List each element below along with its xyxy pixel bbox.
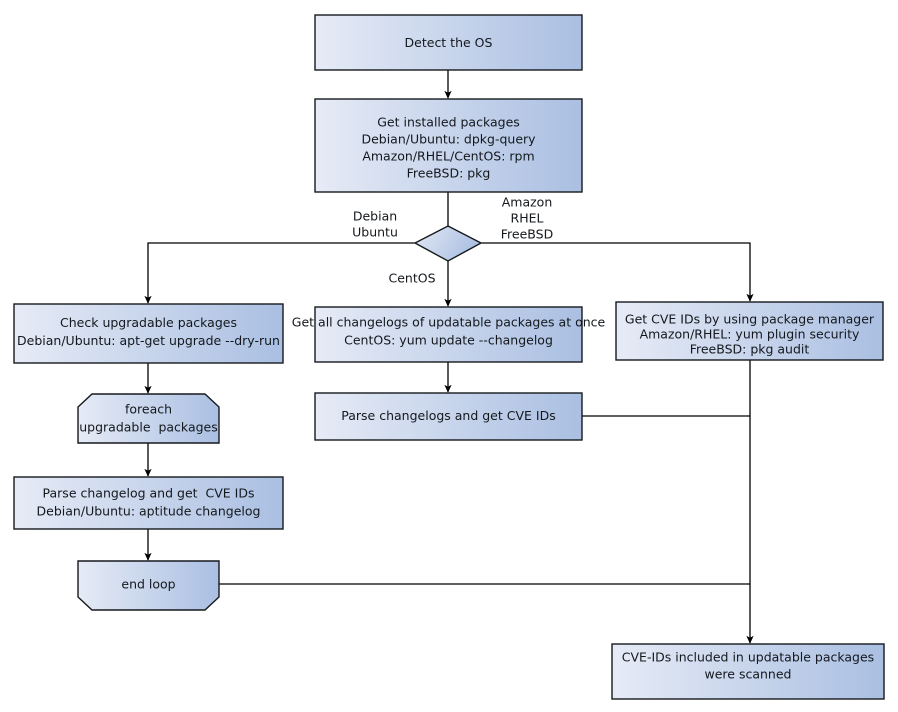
parse-changelog-left-line-2: Debian/Ubuntu: aptitude changelog — [37, 504, 261, 519]
get-installed-packages-line-3: Amazon/RHEL/CentOS: rpm — [362, 149, 534, 164]
get-cve-ids-line-3: FreeBSD: pkg audit — [690, 342, 810, 357]
node-end-loop[interactable]: end loop — [77, 560, 220, 611]
detect-os-box[interactable] — [314, 14, 583, 71]
os-decision-diamond[interactable] — [413, 225, 483, 262]
parse-changelog-left-line-1: Parse changelog and get CVE IDs — [43, 486, 255, 501]
node-parse-changelogs-center[interactable]: Parse changelogs and get CVE IDs — [314, 392, 583, 441]
edge-label-debian: Debian — [353, 209, 397, 224]
get-installed-packages-line-2: Debian/Ubuntu: dpkg-query — [361, 132, 536, 147]
edge-label-ubuntu: Ubuntu — [352, 225, 398, 240]
get-installed-packages-line-4: FreeBSD: pkg — [407, 166, 491, 181]
check-upgradable-line-1: Check upgradable packages — [60, 315, 237, 330]
edge-label-centos: CentOS — [388, 271, 435, 286]
parse-changelog-left-box[interactable] — [13, 476, 284, 530]
foreach-label-line-1: foreach — [125, 402, 172, 417]
node-foreach-loop-start[interactable]: foreach upgradable packages — [77, 393, 220, 444]
get-all-changelogs-line-2: CentOS: yum update --changelog — [344, 333, 553, 348]
edges-layer — [144, 70, 754, 644]
foreach-loop-shape[interactable] — [77, 393, 220, 444]
node-os-decision[interactable] — [413, 225, 483, 262]
edge-labels-layer: Debian Ubuntu Amazon RHEL FreeBSD CentOS — [352, 195, 553, 286]
get-installed-packages-line-1: Get installed packages — [377, 115, 520, 130]
edge-label-freebsd: FreeBSD — [501, 227, 553, 242]
get-cve-ids-line-2: Amazon/RHEL: yum plugin security — [640, 327, 860, 342]
scan-complete-line-2: were scanned — [705, 667, 792, 682]
parse-changelogs-center-label: Parse changelogs and get CVE IDs — [341, 408, 555, 423]
end-loop-label: end loop — [121, 577, 175, 592]
get-cve-ids-line-1: Get CVE IDs by using package manager — [625, 312, 875, 327]
edge-label-rhel: RHEL — [511, 211, 544, 226]
edge-decision-to-check-upgradable — [144, 242, 415, 304]
get-cve-ids-box[interactable] — [615, 301, 884, 361]
detect-os-label: Detect the OS — [405, 35, 493, 50]
scan-complete-box[interactable] — [611, 643, 885, 700]
foreach-label-line-2: upgradable packages — [79, 420, 218, 435]
parse-changelogs-center-box[interactable] — [314, 392, 583, 441]
node-detect-os[interactable]: Detect the OS — [314, 14, 583, 71]
end-loop-shape[interactable] — [77, 560, 220, 611]
edge-label-amazon: Amazon — [502, 195, 553, 210]
get-installed-packages-box[interactable] — [314, 98, 583, 193]
node-get-cve-ids-package-manager[interactable]: Get CVE IDs by using package manager Ama… — [615, 301, 884, 361]
node-check-upgradable-packages[interactable]: Check upgradable packages Debian/Ubuntu:… — [13, 303, 284, 364]
node-get-all-changelogs[interactable]: Get all changelogs of updatable packages… — [292, 306, 606, 363]
get-all-changelogs-box[interactable] — [314, 306, 583, 363]
node-get-installed-packages[interactable]: Get installed packages Debian/Ubuntu: dp… — [314, 98, 583, 193]
scan-complete-line-1: CVE-IDs included in updatable packages — [622, 650, 874, 665]
node-parse-changelog-left[interactable]: Parse changelog and get CVE IDs Debian/U… — [13, 476, 284, 530]
check-upgradable-line-2: Debian/Ubuntu: apt-get upgrade --dry-run — [17, 333, 280, 348]
check-upgradable-packages-box[interactable] — [13, 303, 284, 364]
node-scan-complete[interactable]: CVE-IDs included in updatable packages w… — [611, 643, 885, 700]
edge-decision-to-get-cve-ids — [481, 242, 754, 302]
get-all-changelogs-line-1: Get all changelogs of updatable packages… — [292, 315, 606, 330]
